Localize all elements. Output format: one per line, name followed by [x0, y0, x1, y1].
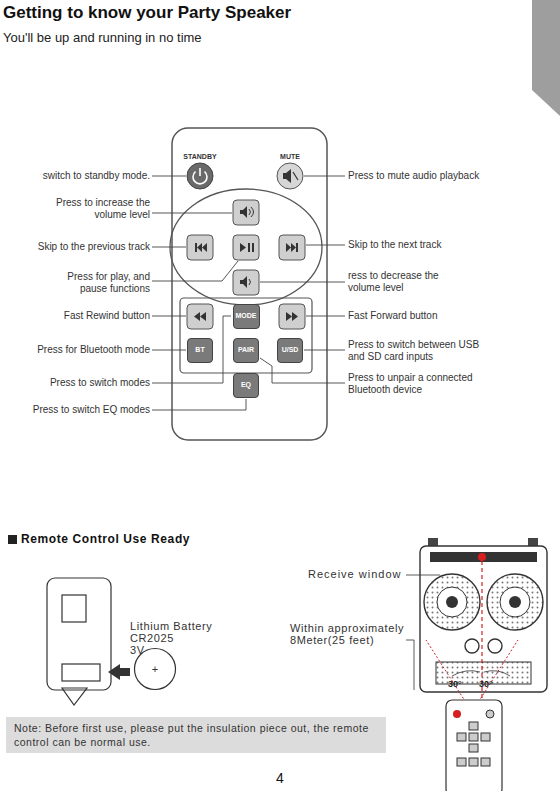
callout: Press to switch modes — [5, 377, 150, 389]
button-label: MODE — [236, 312, 257, 320]
party-speaker — [420, 538, 547, 692]
mode-button: MODE — [233, 304, 260, 329]
subtitle: You'll be up and running in no time — [3, 30, 323, 45]
callout: Skip to the next track — [348, 239, 533, 251]
page-title: Getting to know your Party Speaker — [3, 3, 291, 23]
note-box: Note: Before first use, please put the i… — [6, 717, 386, 753]
button-label: PAIR — [238, 346, 254, 354]
usd-button: U/SD — [277, 338, 303, 363]
battery-door — [47, 578, 111, 705]
button-label: U/SD — [282, 346, 299, 354]
label: Lithium Battery — [130, 620, 240, 632]
standby-button — [187, 163, 213, 189]
coin-battery: + — [133, 647, 177, 691]
leader-lines — [152, 176, 345, 410]
callout: Press to unpair a connected Bluetooth de… — [348, 372, 482, 396]
callout: Press to increase the volume level — [40, 197, 150, 221]
button-caption: STANDBY — [175, 153, 225, 161]
angle-label: 30° — [448, 679, 470, 689]
pair-button: PAIR — [233, 338, 259, 363]
button-label: BT — [195, 346, 204, 354]
callout: Press to mute audio playback — [348, 170, 533, 182]
label: CR2025 — [130, 632, 240, 644]
button-panel — [180, 298, 312, 373]
button-ring — [170, 189, 322, 305]
eq-button: EQ — [233, 373, 259, 398]
page-number: 4 — [265, 770, 295, 786]
callout: Press to switch EQ modes — [5, 404, 150, 416]
battery-mark: + — [152, 663, 158, 675]
label: Within approximately 8Meter(25 feet) — [290, 622, 412, 646]
small-remote — [446, 700, 502, 791]
button-caption: MUTE — [265, 153, 315, 161]
callout: ress to decrease the volume level — [348, 270, 458, 294]
section-heading: Remote Control Use Ready — [21, 532, 271, 546]
label: Receive window — [308, 568, 404, 581]
button-label: EQ — [241, 381, 251, 389]
callout: Fast Rewind button — [5, 310, 150, 322]
callout: Press to switch between USB and SD card … — [348, 339, 480, 363]
callout: switch to standby mode. — [5, 170, 150, 182]
insert-arrow — [108, 664, 130, 680]
callout: Press for play, and pause functions — [50, 271, 150, 295]
callout: Press for Bluetooth mode — [5, 344, 150, 356]
callout: Skip to the previous track — [5, 241, 150, 253]
angle-label: 30° — [479, 679, 501, 689]
note-text: Note: Before first use, please put the i… — [14, 721, 378, 749]
bt-button: BT — [187, 338, 213, 363]
callout: Fast Forward button — [348, 310, 533, 322]
mute-button — [277, 163, 303, 189]
page-tab — [532, 0, 560, 116]
